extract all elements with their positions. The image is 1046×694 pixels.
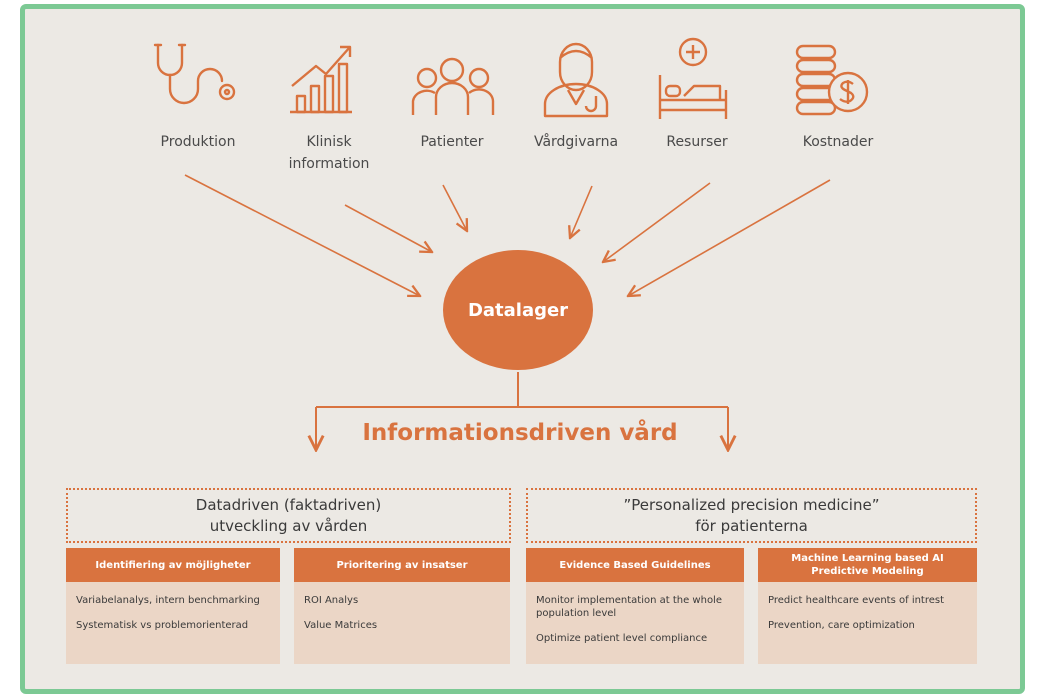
column-header: Identifiering av möjligheter bbox=[66, 548, 280, 582]
growth-chart-icon bbox=[290, 45, 352, 114]
source-arrows bbox=[184, 174, 831, 296]
list-item: Variabelanalys, intern benchmarking bbox=[76, 595, 260, 606]
column-body: ROI Analys Value Matrices bbox=[294, 582, 510, 664]
column-header: Evidence Based Guidelines bbox=[526, 548, 744, 582]
arrow-kostnader bbox=[628, 179, 831, 296]
hub-label: Datalager bbox=[467, 299, 569, 321]
arrow-vardgivarna bbox=[570, 185, 593, 238]
group-box-datadriven: Datadriven (faktadriven) utveckling av v… bbox=[66, 488, 511, 543]
group-title: Datadriven (faktadriven) utveckling av v… bbox=[195, 495, 382, 535]
datalager-hub: Datalager bbox=[443, 250, 593, 370]
column-body: Variabelanalys, intern benchmarking Syst… bbox=[66, 582, 280, 664]
source-label-patienter: Patienter bbox=[420, 134, 484, 150]
list-item: Predict healthcare events of intrest bbox=[768, 595, 945, 606]
split-bracket bbox=[316, 372, 728, 450]
source-label-klinisk-information: Klinisk information bbox=[288, 134, 370, 172]
list-item: Value Matrices bbox=[304, 620, 378, 631]
source-label-kostnader: Kostnader bbox=[802, 134, 874, 150]
patients-icon bbox=[411, 57, 495, 115]
list-item: Prevention, care optimization bbox=[768, 620, 915, 631]
source-label-produktion: Produktion bbox=[160, 134, 236, 150]
main-title: Informationsdriven vård bbox=[362, 420, 678, 446]
arrow-patienter bbox=[442, 184, 467, 231]
doctor-icon bbox=[543, 42, 609, 118]
source-label-vardgivarna: Vårdgivarna bbox=[533, 134, 619, 150]
list-item: Optimize patient level compliance bbox=[536, 633, 708, 644]
list-item: ROI Analys bbox=[304, 595, 359, 606]
column-body: Predict healthcare events of intrest Pre… bbox=[758, 582, 977, 664]
column-header: Prioritering av insatser bbox=[294, 548, 510, 582]
stethoscope-icon bbox=[153, 43, 236, 105]
source-label-resurser: Resurser bbox=[666, 134, 728, 150]
group-box-precision: ”Personalized precision medicine” för pa… bbox=[526, 488, 977, 543]
arrow-resurser bbox=[603, 182, 711, 262]
hospital-bed-icon bbox=[658, 37, 728, 119]
group-title: ”Personalized precision medicine” för pa… bbox=[623, 495, 880, 535]
arrow-produktion bbox=[184, 174, 420, 296]
list-item: Monitor implementation at the whole popu… bbox=[536, 595, 722, 619]
list-item: Systematisk vs problemorienterad bbox=[76, 620, 249, 631]
arrow-klinisk-information bbox=[344, 204, 432, 252]
coins-icon bbox=[795, 44, 869, 116]
column-header: Machine Learning based AI Predictive Mod… bbox=[758, 548, 977, 582]
column-body: Monitor implementation at the whole popu… bbox=[526, 582, 744, 664]
